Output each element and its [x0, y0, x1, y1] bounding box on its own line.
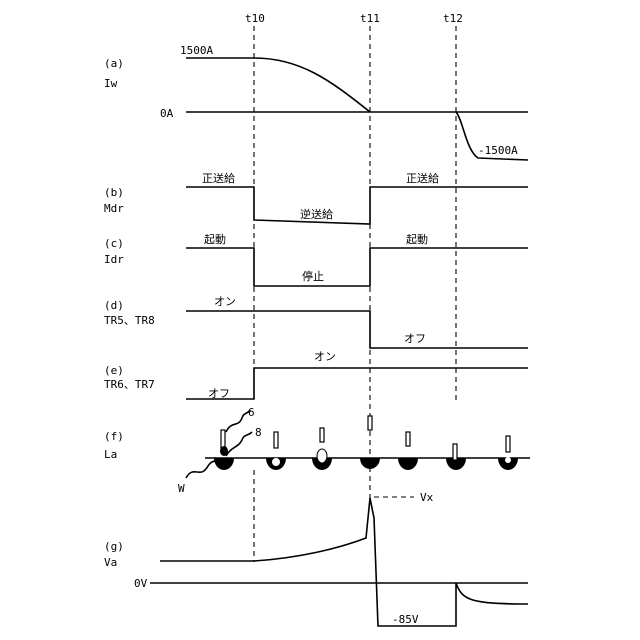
voltage-vx-label: Vx — [420, 491, 434, 504]
drive-current-waveform — [186, 248, 528, 286]
arc-voltage-waveform — [160, 498, 528, 626]
droplet-stage-3 — [312, 428, 332, 470]
droplet-stage-2 — [266, 432, 286, 470]
row-c-name: Idr — [104, 253, 124, 266]
stop-label: 停止 — [302, 269, 324, 283]
leader-w — [186, 460, 218, 478]
feed-motor-waveform — [186, 187, 528, 224]
droplet-stage-6 — [446, 444, 466, 470]
tr58-on-label: オン — [214, 295, 236, 308]
tr58-off-label: オフ — [404, 332, 426, 345]
current-1500a-label: 1500A — [180, 44, 213, 57]
current-neg1500a-label: -1500A — [478, 144, 518, 157]
ref-w-label: W — [178, 482, 185, 495]
row-g-tag: (g) — [104, 540, 124, 553]
forward-feed-label-2: 正送給 — [406, 171, 439, 185]
droplet-stage-7 — [498, 436, 518, 470]
start-label-2: 起動 — [406, 232, 428, 246]
voltage-neg85v-label: -85V — [392, 613, 419, 626]
time-label-t11: t11 — [360, 12, 380, 25]
tr67-waveform — [186, 368, 528, 399]
start-label-1: 起動 — [204, 232, 226, 246]
row-d-name: TR5、TR8 — [104, 314, 155, 327]
row-b-name: Mdr — [104, 202, 124, 215]
tr67-on-label: オン — [314, 350, 336, 363]
forward-feed-label-1: 正送給 — [202, 171, 235, 185]
tr67-off-label: オフ — [208, 387, 230, 400]
leader-8 — [226, 432, 252, 456]
row-e-tag: (e) — [104, 364, 124, 377]
row-e-name: TR6、TR7 — [104, 378, 155, 391]
time-label-t12: t12 — [443, 12, 463, 25]
time-label-t10: t10 — [245, 12, 265, 25]
voltage-0v-label: 0V — [134, 577, 148, 590]
droplet-stage-5 — [398, 432, 418, 470]
reverse-feed-label: 逆送給 — [300, 207, 333, 221]
current-0a-label: 0A — [160, 107, 174, 120]
tr58-waveform — [186, 311, 528, 348]
row-b-tag: (b) — [104, 186, 124, 199]
row-f-name: La — [104, 448, 117, 461]
leader-6 — [226, 410, 250, 432]
row-c-tag: (c) — [104, 237, 124, 250]
row-a-name: Iw — [104, 77, 118, 90]
row-d-tag: (d) — [104, 299, 124, 312]
welding-current-waveform — [186, 58, 370, 112]
row-a-tag: (a) — [104, 57, 124, 70]
ref-6-label: 6 — [248, 406, 255, 419]
ref-8-label: 8 — [255, 426, 262, 439]
row-f-tag: (f) — [104, 430, 124, 443]
row-g-name: Va — [104, 556, 117, 569]
